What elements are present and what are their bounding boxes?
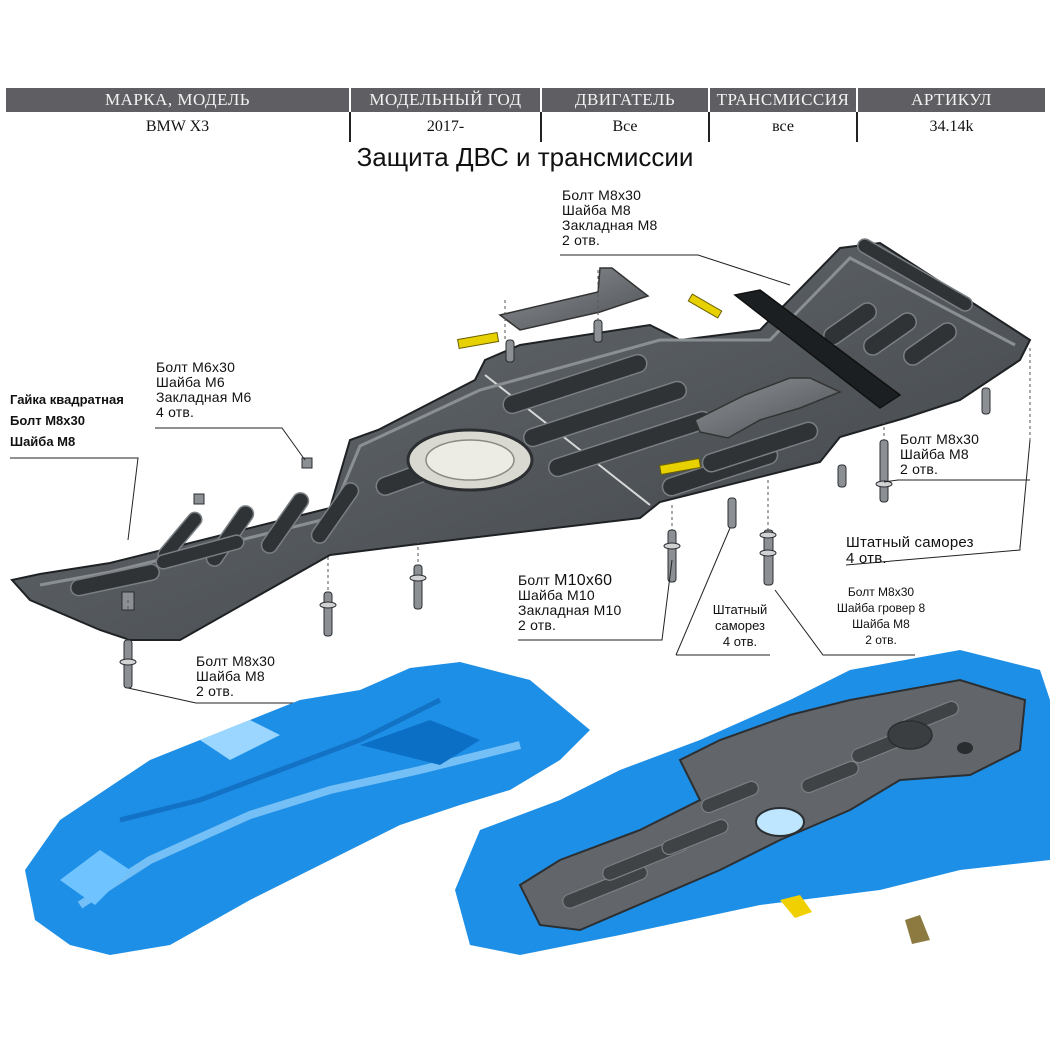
label-mid-screw: Штатный саморез 4 отв. [712,602,768,649]
spec-table: МАРКА, МОДЕЛЬ МОДЕЛЬНЫЙ ГОД ДВИГАТЕЛЬ ТР… [6,88,1045,142]
label-left-m6: Болт М6х30 Шайба М6 Закладная М6 4 отв. [156,359,252,420]
value-engine: Все [540,112,708,142]
page-title: Защита ДВС и трансмиссии [356,142,694,172]
value-model-year: 2017- [349,112,540,142]
spec-table-header: МАРКА, МОДЕЛЬ МОДЕЛЬНЫЙ ГОД ДВИГАТЕЛЬ ТР… [6,88,1045,112]
label-right-screw: Штатный саморез 4 отв. [846,534,974,567]
label-top-bolt: Болт М8х30 Шайба М8 Закладная М8 2 отв. [562,187,658,248]
installed-plate-scan-image [455,650,1050,955]
header-engine: ДВИГАТЕЛЬ [540,88,708,112]
insert-m10 [659,458,702,475]
skid-plate [10,238,1032,641]
header-make-model: МАРКА, МОДЕЛЬ [104,90,251,109]
spec-table-row: BMW X3 2017- Все все 34.14k [6,112,1045,142]
value-make-model: BMW X3 [145,118,210,135]
insert-bracket [687,293,723,319]
fasteners [119,319,991,689]
header-model-year: МОДЕЛЬНЫЙ ГОД [349,88,540,112]
vehicle-scan-underside-image [25,662,590,955]
label-grover: Болт М8х30 Шайба гровер 8 Шайба М8 2 отв… [836,585,926,647]
value-article: 34.14k [856,112,1045,142]
label-m10-bolt: Болт М10х60 Шайба М10 Закладная М10 2 от… [518,572,622,633]
value-transmission: все [708,112,856,142]
label-left-nut: Гайка квадратная Болт М8х30 Шайба М8 [10,392,124,449]
label-bottom-bolt: Болт М8х30 Шайба М8 2 отв. [196,653,276,699]
header-transmission: ТРАНСМИССИЯ [708,88,856,112]
explode-lines [127,270,1031,640]
header-article: АРТИКУЛ [856,88,1045,112]
insert-m8 [457,332,500,349]
label-right-m8: Болт М8х30 Шайба М8 2 отв. [900,431,980,477]
